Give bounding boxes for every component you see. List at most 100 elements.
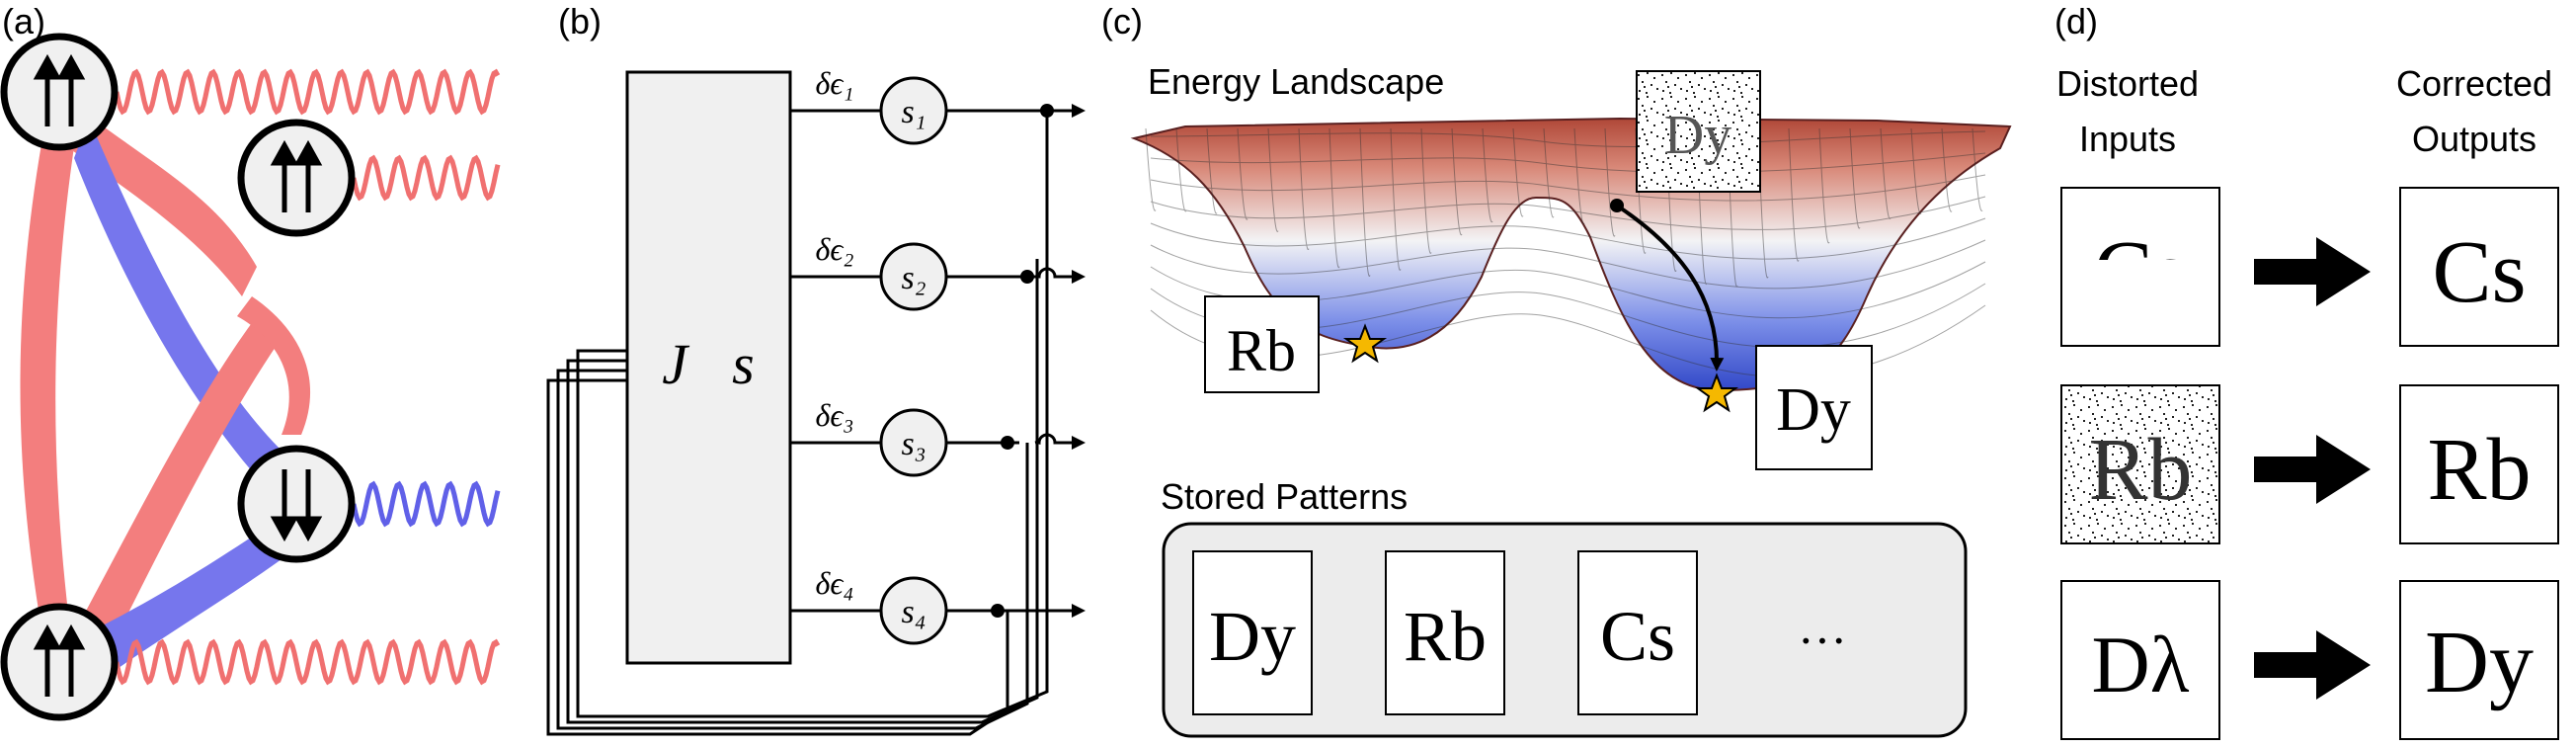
atom-2 — [237, 119, 356, 237]
blue-band-1-3 — [74, 119, 296, 499]
minimum-label-2: Dy — [1776, 376, 1851, 444]
corrected-output-box-3 — [2399, 580, 2559, 740]
panel-c-label: (c) — [1101, 1, 1143, 42]
mesh-line — [1420, 127, 1432, 254]
panel-c: (c) Energy Landscape Rb Dy Dy Stored Pat… — [1101, 1, 2012, 738]
coupling-label-3: δϵ₃ — [816, 397, 854, 433]
panel-a: (a) — [0, 1, 501, 721]
mesh-line — [1150, 217, 1986, 260]
coupling-label-4: δϵ₄ — [816, 565, 854, 601]
mesh-line — [1880, 127, 1892, 219]
mesh-line — [1543, 127, 1555, 218]
mesh-line — [1175, 127, 1187, 212]
mesh-line — [1150, 152, 1986, 174]
mesh-line — [1941, 127, 1953, 212]
inputs-title-line-1: Distorted — [2056, 63, 2199, 104]
spin-row-4: δϵ₄ s₄ — [790, 565, 1086, 645]
spin-label-1: s₁ — [901, 94, 926, 130]
arrow-right-icon — [2254, 630, 2371, 700]
junction-dot — [1001, 436, 1014, 450]
coupling-matrix-label: J⃗s — [662, 332, 754, 396]
mesh-line — [1910, 127, 1922, 214]
panel-b: (b) J⃗s δϵ₁ s₁ δϵ₂ s₂ — [546, 1, 1086, 736]
mesh-line — [1298, 127, 1310, 251]
mesh-line — [1512, 127, 1524, 217]
mesh-line — [1150, 196, 1986, 230]
star-icon — [1342, 323, 1388, 364]
stored-pattern-1: Dy — [1209, 597, 1296, 676]
stored-ellipsis: ··· — [1798, 613, 1847, 668]
mesh-line — [1788, 127, 1800, 262]
mesh-line — [1145, 127, 1157, 211]
minimum-label-box-2 — [1755, 345, 1873, 470]
coupling-label-2: δϵ₂ — [816, 231, 854, 267]
coupling-matrix-box — [625, 70, 792, 665]
mesh-line — [1573, 127, 1585, 225]
distorted-input-3: Dλ — [2092, 620, 2190, 709]
star-icon — [1694, 373, 1739, 413]
spin-row-1: δϵ₁ s₁ — [790, 65, 1086, 145]
mesh-line — [1150, 174, 1986, 202]
atom-1 — [0, 33, 119, 151]
arrow-right-icon — [2254, 237, 2371, 306]
wave-3 — [351, 480, 501, 528]
wave-4 — [114, 638, 501, 686]
panel-d: (d) Distorted Inputs Corrected Outputs C… — [2054, 1, 2559, 740]
coupling-bands — [20, 91, 311, 682]
inputs-title-line-2: Inputs — [2079, 119, 2176, 159]
distorted-input-box-2 — [2060, 384, 2220, 544]
mesh-line — [1390, 127, 1402, 271]
stored-patterns-title: Stored Patterns — [1161, 476, 1408, 517]
junction-dot — [1020, 270, 1034, 284]
mesh-line — [1150, 130, 1986, 147]
panel-a-label: (a) — [2, 1, 45, 42]
spin-up-icon — [33, 53, 86, 126]
mesh-line — [1267, 127, 1279, 232]
corrected-output-1: Cs — [2432, 223, 2526, 321]
arrow-right-icon — [2254, 435, 2371, 504]
distorted-input-box-3 — [2060, 580, 2220, 740]
minimum-label-box-1 — [1204, 295, 1320, 393]
mesh-line — [1818, 127, 1830, 244]
coupling-label-1: δϵ₁ — [816, 65, 854, 101]
stored-patterns-box — [1162, 522, 1968, 738]
mesh-line — [1150, 239, 1986, 290]
mesh-line — [1849, 127, 1861, 229]
red-band-2-3 — [237, 296, 311, 435]
red-band-4-2 — [69, 316, 286, 672]
spin-row-3: δϵ₃ s₃ — [790, 397, 1082, 477]
junction-dot — [991, 604, 1005, 618]
corrected-output-box-2 — [2399, 384, 2559, 544]
emission-waves — [114, 68, 501, 686]
wave-2 — [351, 154, 501, 202]
mesh-line — [1451, 127, 1463, 236]
noisy-input-label: Dy — [1664, 105, 1731, 166]
noisy-input-box — [1636, 70, 1761, 193]
minimum-label-1: Rb — [1227, 318, 1296, 383]
spin-up-icon — [270, 139, 323, 212]
atom-3 — [237, 445, 356, 563]
spin-up-icon — [33, 623, 86, 697]
atom-4 — [0, 603, 119, 721]
energy-landscape-title: Energy Landscape — [1148, 61, 1444, 102]
wave-1 — [114, 68, 501, 116]
panel-d-label: (d) — [2054, 1, 2098, 42]
corrected-output-2: Rb — [2427, 421, 2531, 519]
stored-pattern-2: Rb — [1404, 597, 1487, 676]
mesh-line — [1604, 127, 1616, 237]
spin-label-4: s₄ — [901, 594, 926, 630]
distorted-input-1: Cs — [2093, 223, 2187, 321]
mesh-line — [1237, 127, 1248, 220]
outputs-title-line-1: Corrected — [2396, 63, 2552, 104]
spin-label-2: s₂ — [901, 260, 926, 296]
corrected-output-box-1 — [2399, 187, 2559, 347]
mesh-line — [1482, 127, 1493, 223]
mesh-line — [1328, 127, 1340, 269]
descent-arrow — [1615, 204, 1725, 372]
spin-down-icon — [270, 469, 323, 542]
stored-pattern-3: Cs — [1600, 597, 1675, 676]
panel-b-label: (b) — [558, 1, 602, 42]
red-band-1-2 — [69, 109, 257, 296]
mesh-line — [1206, 127, 1218, 214]
